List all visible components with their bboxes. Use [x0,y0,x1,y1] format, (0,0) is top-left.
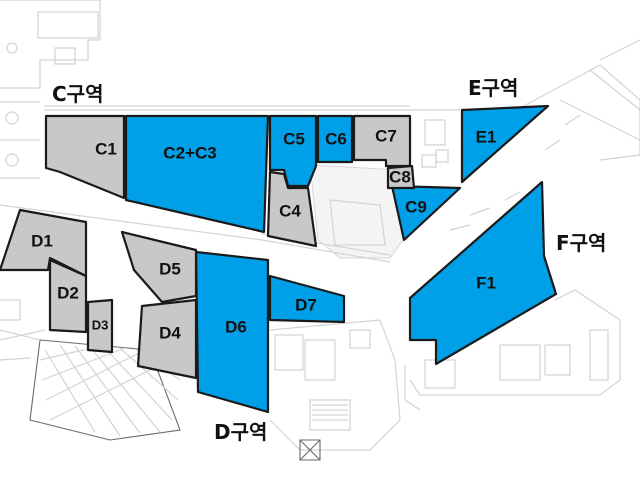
zone-label-f: F구역 [556,231,606,255]
plot-labels: C1 C2+C3 C4 C5 C6 C7 C8 C9 D1 D2 D3 D4 D… [31,126,496,342]
plot-c9-shape[interactable] [390,184,462,242]
plot-label-e1: E1 [476,127,497,146]
zone-label-c: C구역 [52,82,103,106]
plot-label-d3: D3 [92,317,109,332]
gray-plots [0,114,416,380]
zone-labels: C구역 E구역 F구역 D구역 [52,76,606,444]
plot-label-f1: F1 [476,273,496,292]
plot-d7-shape[interactable] [268,274,346,324]
plot-label-d4: D4 [159,323,181,342]
plot-label-c2c3: C2+C3 [163,143,216,162]
plot-d4-shape[interactable] [136,298,198,380]
plot-f1-shape[interactable] [408,180,558,366]
plot-label-c6: C6 [325,129,347,148]
zone-label-e: E구역 [468,76,518,100]
plot-d5-shape[interactable] [120,230,198,304]
plot-label-c9: C9 [405,197,427,216]
plot-label-d2: D2 [57,283,79,302]
plot-c8-shape[interactable] [386,164,416,190]
plot-c7-shape[interactable] [352,114,412,168]
plot-label-c4: C4 [279,201,301,220]
background-buildings [0,0,640,461]
plot-label-c8: C8 [389,167,411,186]
plot-label-d6: D6 [225,317,247,336]
plot-e1-shape[interactable] [460,104,550,184]
blue-plots [124,104,558,414]
plot-d2-shape[interactable] [48,258,88,334]
plot-label-c1: C1 [95,139,117,158]
plot-c4-shape[interactable] [266,170,318,248]
plot-label-d1: D1 [31,231,53,250]
plot-d1-shape[interactable] [0,208,88,278]
plot-label-d5: D5 [159,259,181,278]
plot-d3-shape[interactable] [86,298,114,354]
plot-c2c3-shape[interactable] [124,114,270,234]
plot-d6-shape[interactable] [194,250,270,414]
plot-c5-shape[interactable] [268,114,318,188]
plot-c1-shape[interactable] [44,114,126,200]
plot-c6-shape[interactable] [316,114,354,164]
zone-label-d: D구역 [214,420,267,444]
plot-label-d7: D7 [295,295,317,314]
plot-label-c7: C7 [375,126,397,145]
plot-label-c5: C5 [283,129,305,148]
